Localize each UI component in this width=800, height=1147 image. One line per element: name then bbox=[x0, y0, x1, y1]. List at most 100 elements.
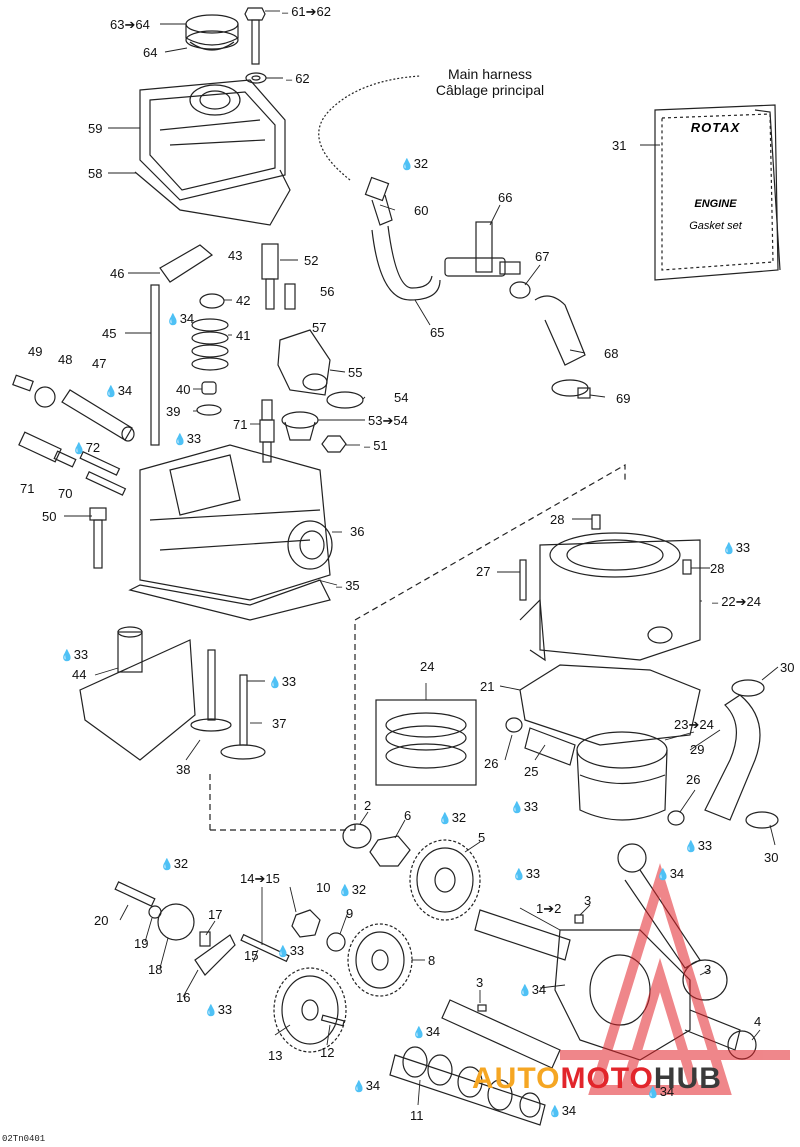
callout-42: 42 bbox=[236, 293, 251, 308]
callout-34: 34 bbox=[425, 1024, 441, 1039]
watermark-part2: MOTO bbox=[560, 1062, 654, 1095]
bolt-part bbox=[244, 7, 266, 65]
rocker-arm-part bbox=[159, 244, 214, 283]
callout-3: 3 bbox=[704, 962, 712, 977]
callout-3: 3 bbox=[476, 975, 484, 990]
callout-69: 69 bbox=[616, 391, 631, 406]
oil-drop-icon: 💧 bbox=[548, 1106, 562, 1118]
oil-drop-icon: 💧 bbox=[646, 1087, 660, 1099]
callout-68: 68 bbox=[604, 346, 619, 361]
gear-part bbox=[273, 967, 347, 1053]
callout-47: 47 bbox=[92, 356, 107, 371]
callout-34: 34 bbox=[561, 1103, 577, 1118]
balance-shaft-part bbox=[441, 999, 561, 1069]
callout-33: 33 bbox=[217, 1002, 233, 1017]
oil-drop-icon: 💧 bbox=[656, 869, 670, 881]
callout-18: 18 bbox=[148, 962, 163, 977]
thermostat-part bbox=[281, 411, 319, 441]
dash-icon: – bbox=[286, 74, 296, 86]
callout-20: 20 bbox=[94, 913, 109, 928]
gasket-set-box-part bbox=[654, 104, 781, 281]
callout-53-54: 53➔54 bbox=[368, 413, 408, 428]
callout-15: 15 bbox=[244, 948, 259, 963]
harness-route-line bbox=[318, 75, 421, 181]
piston-pin-part bbox=[524, 727, 576, 766]
fitting-part bbox=[364, 176, 393, 226]
callout-52: 52 bbox=[304, 253, 319, 268]
callout-3: 3 bbox=[584, 893, 592, 908]
callout-67: 67 bbox=[535, 249, 550, 264]
callout-21: 21 bbox=[480, 679, 495, 694]
cap-part bbox=[509, 281, 531, 299]
clamp-part bbox=[731, 679, 779, 829]
callout-13: 13 bbox=[268, 1048, 283, 1063]
oil-filler-cap-part bbox=[185, 14, 239, 51]
watermark-part1: AUTO bbox=[472, 1062, 561, 1095]
callout-34: 34 bbox=[365, 1078, 381, 1093]
seal-part bbox=[34, 386, 56, 408]
callout-27: 27 bbox=[476, 564, 491, 579]
callout-26: 26 bbox=[686, 772, 701, 787]
assembly-dashed-frame bbox=[209, 463, 626, 831]
callout-56: 56 bbox=[320, 284, 335, 299]
callout-62: 62 bbox=[295, 71, 310, 86]
thrust-washer-part bbox=[157, 903, 195, 941]
callout-6: 6 bbox=[404, 808, 412, 823]
callout-32: 32 bbox=[451, 810, 467, 825]
harness-note-line1: Main harness bbox=[447, 66, 533, 82]
callout-33: 33 bbox=[735, 540, 751, 555]
callout-72: 72 bbox=[85, 440, 101, 455]
oil-drop-icon: 💧 bbox=[352, 1081, 366, 1093]
callout-49: 49 bbox=[28, 344, 43, 359]
callout-33: 33 bbox=[525, 866, 541, 881]
thermostat-housing-part bbox=[277, 329, 331, 396]
callout-33: 33 bbox=[73, 647, 89, 662]
oil-drop-icon: 💧 bbox=[104, 386, 118, 398]
callout-9: 9 bbox=[346, 906, 354, 921]
valve-cover-gasket-part bbox=[134, 169, 291, 226]
gear-part bbox=[347, 923, 413, 997]
cylinder-part bbox=[519, 514, 701, 662]
oil-drop-icon: 💧 bbox=[268, 677, 282, 689]
valve-part bbox=[190, 649, 266, 760]
callout-29: 29 bbox=[690, 742, 705, 757]
pushrod-part bbox=[150, 284, 160, 446]
callout-33: 33 bbox=[289, 943, 305, 958]
dash-icon: – bbox=[712, 597, 722, 609]
o-ring-part bbox=[326, 391, 364, 409]
pin-part bbox=[240, 933, 290, 963]
gear-part bbox=[409, 839, 481, 921]
callout-58: 58 bbox=[88, 166, 103, 181]
oil-drop-icon: 💧 bbox=[400, 159, 414, 171]
piston-part bbox=[576, 731, 668, 821]
hose-part bbox=[534, 295, 586, 366]
callout-36: 36 bbox=[350, 524, 365, 539]
callout-19: 19 bbox=[134, 936, 149, 951]
callout-34: 34 bbox=[531, 982, 547, 997]
coolant-hose-part bbox=[704, 694, 761, 821]
oil-drop-icon: 💧 bbox=[518, 985, 532, 997]
dash-icon: – bbox=[336, 581, 346, 593]
bolt-part bbox=[114, 881, 156, 907]
hose-part bbox=[371, 225, 441, 301]
nut-part bbox=[291, 909, 321, 938]
washer-part bbox=[196, 404, 222, 416]
watermark-part3: HUB bbox=[653, 1062, 722, 1095]
oil-drop-icon: 💧 bbox=[438, 813, 452, 825]
key-part bbox=[574, 914, 584, 924]
callout-43: 43 bbox=[228, 248, 243, 263]
callout-35: 35 bbox=[345, 578, 360, 593]
valve-cover-part bbox=[139, 79, 286, 201]
callout-32: 32 bbox=[173, 856, 189, 871]
washer-part bbox=[245, 72, 267, 84]
cylinder-base-gasket-part bbox=[519, 664, 701, 746]
callout-31: 31 bbox=[612, 138, 627, 153]
oil-drop-icon: 💧 bbox=[204, 1005, 218, 1017]
callout-63-64: 63➔64 bbox=[110, 17, 150, 32]
lever-part bbox=[194, 934, 236, 976]
callout-16: 16 bbox=[176, 990, 191, 1005]
rocker-shaft-part bbox=[61, 389, 135, 442]
cylinder-head-part bbox=[128, 444, 333, 621]
oil-drop-icon: 💧 bbox=[60, 650, 74, 662]
